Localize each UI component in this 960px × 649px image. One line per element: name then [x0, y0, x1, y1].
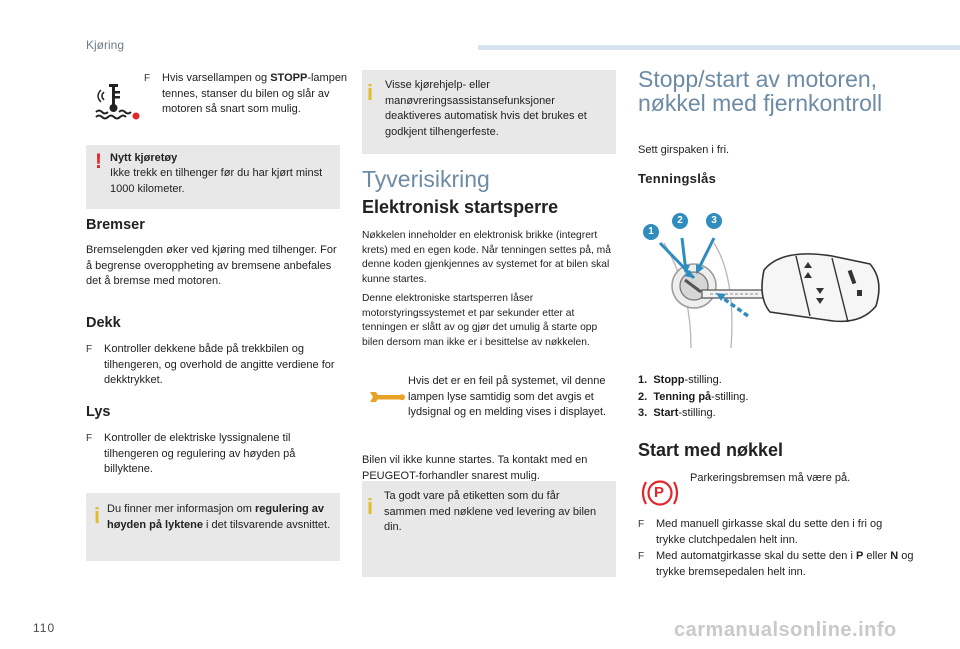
stop-start-heading-line1: Stopp/start av motoren,: [638, 66, 878, 92]
immobiliser-text-2: Denne elektroniske startsperren låser mo…: [362, 293, 598, 348]
immobiliser-text-1: Nøkkelen inneholder en elektronisk brikk…: [362, 230, 611, 285]
page-number: 110: [33, 621, 56, 635]
info-icon: i: [367, 494, 374, 519]
parking-brake-text: Parkeringsbremsen må være på.: [690, 472, 851, 484]
label-info-box: i Ta godt vare på etiketten som du får s…: [362, 481, 616, 577]
stop-start-heading-line2: nøkkel med fjernkontroll: [638, 90, 883, 116]
brakes-heading: Bremser: [86, 217, 145, 233]
watermark: carmanualsonline.info: [674, 619, 897, 641]
parking-brake-icon: P: [640, 475, 680, 511]
bullet-icon: F: [144, 73, 151, 84]
bullet-icon: F: [638, 551, 645, 562]
header-bar: [478, 45, 960, 50]
bullet-icon: F: [86, 433, 93, 444]
cannot-start-text: Bilen vil ikke kunne startes. Ta kontakt…: [362, 454, 588, 482]
callout-2-badge: 2: [672, 213, 688, 229]
headlamp-info-text: Du finner mer informasjon om regulering …: [107, 503, 331, 531]
ignition-key-illustration: [636, 208, 886, 358]
ignition-heading: Tenningslås: [638, 171, 717, 186]
brakes-text: Bremselengden øker ved kjøring med tilhe…: [86, 244, 337, 287]
warning-icon: !: [95, 150, 102, 173]
assist-info-box: i Visse kjørehjelp- eller manøvreringsas…: [362, 70, 616, 154]
new-car-text: Ikke trekk en tilhenger før du har kjørt…: [110, 167, 323, 195]
immobiliser-heading: Elektronisk startsperre: [362, 197, 559, 217]
section-header: Kjøring: [86, 38, 125, 52]
new-car-warning-box: ! Nytt kjøretøy Ikke trekk en tilhenger …: [86, 145, 340, 209]
position-item: 3. Start-stilling.: [638, 407, 716, 419]
bullet-icon: F: [86, 344, 93, 355]
info-icon: i: [94, 503, 101, 528]
callout-3-badge: 3: [706, 213, 722, 229]
callout-1-badge: 1: [643, 224, 659, 240]
label-info-text: Ta godt vare på etiketten som du får sam…: [384, 490, 597, 533]
neutral-text: Sett girspaken i fri.: [638, 144, 730, 156]
info-icon: i: [367, 80, 374, 105]
headlamp-info-box: i Du finner mer informasjon om regulerin…: [86, 493, 340, 561]
theft-protection-heading: Tyverisikring: [362, 166, 490, 192]
position-item: 2. Tenning på-stilling.: [638, 390, 749, 403]
assist-info-text: Visse kjørehjelp- eller manøvreringsassi…: [385, 79, 587, 138]
fault-text: Hvis det er en feil på systemet, vil den…: [408, 375, 607, 418]
lights-heading: Lys: [86, 404, 111, 420]
new-car-title: Nytt kjøretøy: [110, 152, 178, 164]
position-item: 1. Stopp-stilling.: [638, 374, 722, 386]
coolant-warning-icon: [92, 82, 140, 122]
start-with-key-heading: Start med nøkkel: [638, 440, 784, 460]
bullet-icon: F: [638, 519, 645, 530]
wrench-icon: [368, 390, 406, 404]
ignition-positions-list: 1. Stopp-stilling. 2. Tenning på-stillin…: [638, 372, 748, 422]
tyres-heading: Dekk: [86, 315, 121, 331]
parking-brake-letter: P: [654, 484, 665, 501]
